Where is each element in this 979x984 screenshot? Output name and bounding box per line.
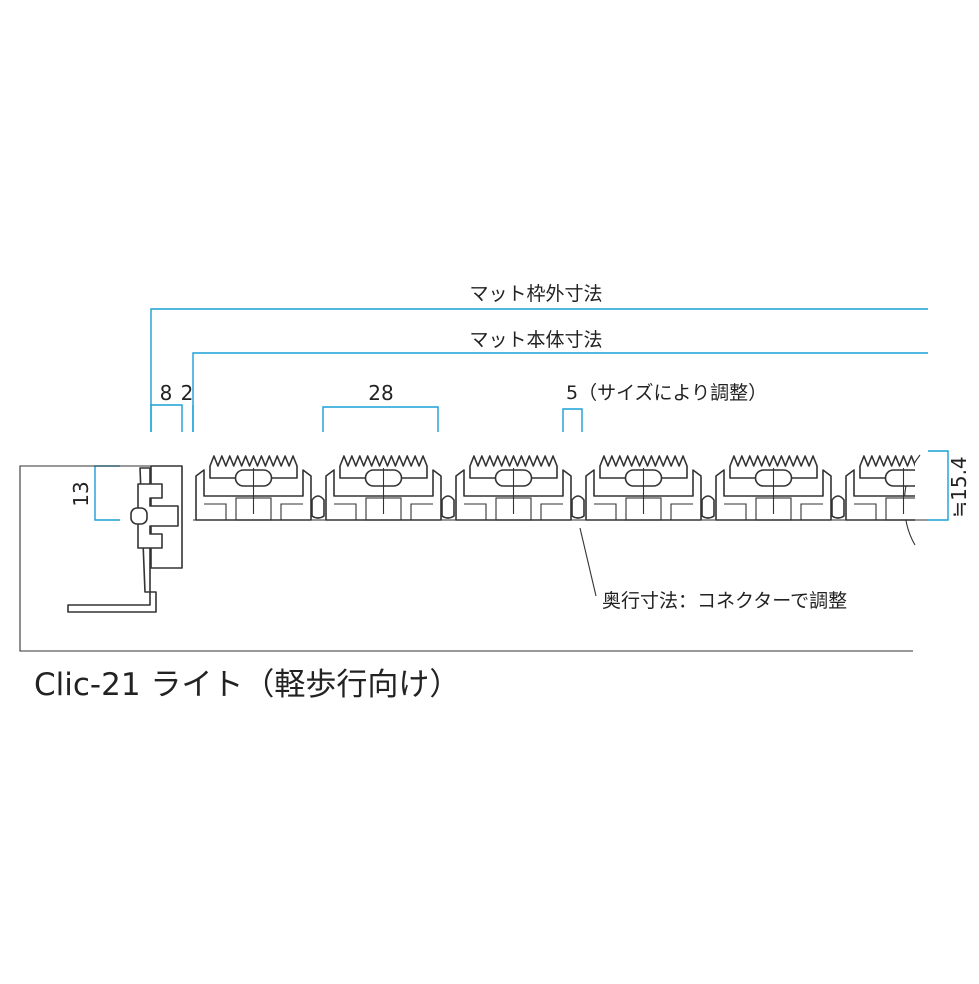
depth-note-label: 奥行寸法：コネクターで調整 [602,590,847,612]
depth-note-leader [579,527,597,597]
carrier-body [195,469,312,521]
mat-profile-unit [845,455,915,521]
frame-a-dimension-line [150,404,183,432]
unit-connector [831,495,845,519]
mat-profile-unit [715,455,832,521]
depth-note: 奥行寸法：コネクターで調整 [579,527,847,612]
frame-b-label: 2 [181,381,194,405]
frame-a-label: 8 [160,381,173,405]
total-height-dimension: ≒15.4 [928,450,971,521]
mat-profile-unit [195,455,312,521]
carrier-foot [594,503,617,520]
tread-insert [599,455,688,479]
carrier-body [455,469,572,521]
unit-connector [311,495,325,519]
gap-dimension: 5（サイズにより調整） [562,382,767,432]
tread-insert [729,455,818,479]
carrier-foot [724,503,747,520]
frame-clip [137,483,179,549]
total-height-label: ≒15.4 [947,456,971,517]
carrier-foot [854,503,877,520]
mat-profiles [195,455,915,521]
frame-thickness-dimension: 8 2 [150,381,194,432]
product-title: Clic-21 ライト（軽歩行向け） [34,667,460,703]
carrier-foot [334,503,357,520]
unit-connector [701,495,715,519]
carrier-foot [540,503,563,520]
carrier-foot [204,503,227,520]
carrier-body [845,469,915,521]
gap-dimension-line [562,408,583,432]
carrier-foot [410,503,433,520]
carrier-foot [464,503,487,520]
floor-recess-outline [19,465,913,652]
outer-frame-label: マット枠外寸法 [469,283,602,305]
mat-profile-unit [585,455,702,521]
frame-height-label: 13 [69,481,93,506]
mat-profile-unit [325,455,442,521]
tread-insert [339,455,428,479]
pitch-label: 28 [368,381,393,405]
frame-height-dimension-line [94,465,120,521]
edge-frame-profile [67,465,183,613]
frame-fastener [130,507,148,525]
total-height-dimension-line [928,450,949,521]
carrier-body [585,469,702,521]
unit-connector [441,495,455,519]
mat-body-label: マット本体寸法 [469,329,602,351]
mat-body-dimension-line [192,352,928,432]
carrier-body [715,469,832,521]
unit-connector [571,495,585,519]
pitch-dimension: 28 [322,381,439,432]
frame-height-dimension: 13 [69,465,120,521]
carrier-foot [670,503,693,520]
tread-insert [469,455,558,479]
outer-frame-dimension: マット枠外寸法 [150,283,928,432]
tread-insert [209,455,298,479]
carrier-foot [280,503,303,520]
pitch-dimension-line [322,406,439,432]
outer-frame-dimension-line [150,308,928,432]
mat-body-dimension: マット本体寸法 [192,329,928,432]
gap-label: 5（サイズにより調整） [566,382,767,404]
carrier-body [325,469,442,521]
mat-profile-unit [455,455,572,521]
carrier-foot [800,503,823,520]
